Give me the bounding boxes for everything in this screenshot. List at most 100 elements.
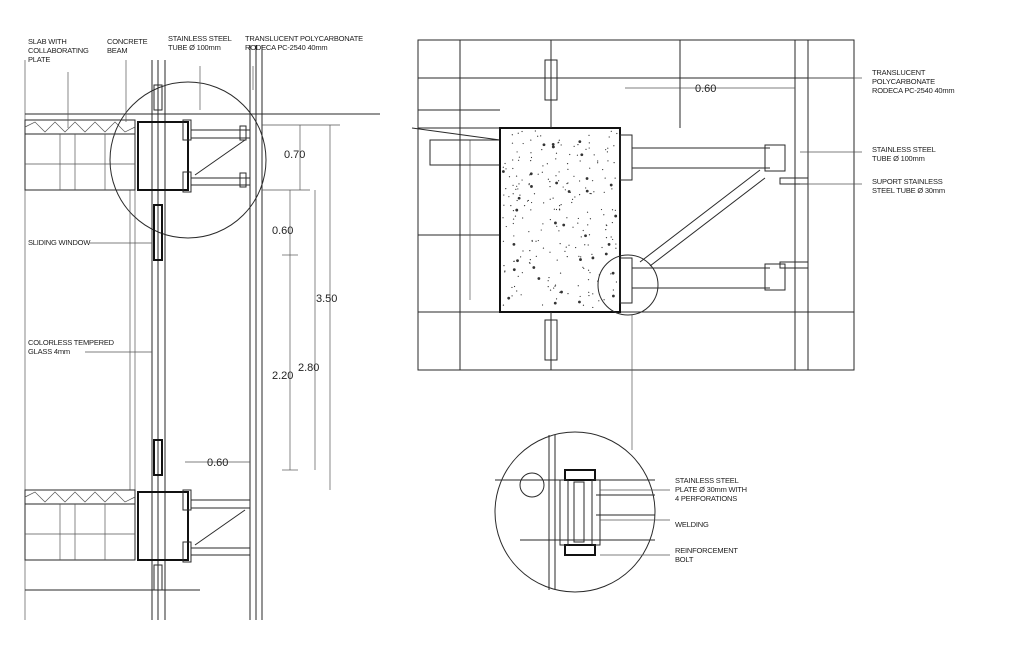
concrete-speckle <box>585 187 587 189</box>
concrete-speckle <box>528 183 530 185</box>
label-tube-line2: TUBE Ø 100mm <box>168 43 221 52</box>
dimension-0-70: 0.70 <box>284 149 305 161</box>
concrete-speckle <box>537 277 541 280</box>
concrete-speckle <box>553 208 555 210</box>
concrete-speckle <box>603 214 605 216</box>
concrete-speckle <box>569 153 571 156</box>
concrete-speckle <box>598 300 600 302</box>
concrete-speckle <box>511 142 514 144</box>
concrete-speckle <box>611 188 613 190</box>
window-frame-lower <box>153 439 163 476</box>
concrete-speckle <box>553 287 555 289</box>
concrete-speckle <box>513 260 515 262</box>
concrete-speckle <box>512 218 515 220</box>
concrete-speckle <box>615 247 617 249</box>
concrete-speckle <box>587 269 590 271</box>
concrete-speckle <box>542 247 545 249</box>
concrete-speckle <box>614 177 616 179</box>
concrete-speckle <box>537 173 539 175</box>
concrete-speckle <box>610 273 612 275</box>
concrete-speckle <box>517 275 519 277</box>
concrete-speckle <box>614 209 616 211</box>
concrete-speckle <box>609 183 613 187</box>
concrete-speckle <box>564 250 566 253</box>
label-polycarbonate-line2: RODECA PC-2540 40mm <box>245 43 327 52</box>
concrete-speckle <box>605 237 608 239</box>
concrete-speckle <box>602 168 604 171</box>
concrete-speckle <box>555 181 558 185</box>
dimension-0-60-vertical: 0.60 <box>272 225 293 237</box>
concrete-speckle <box>601 246 603 249</box>
concrete-speckle <box>512 159 514 161</box>
concrete-speckle <box>521 130 523 133</box>
label-beam-line1: CONCRETE <box>107 37 148 46</box>
concrete-speckle <box>613 162 615 164</box>
concrete-speckle <box>584 244 586 246</box>
concrete-speckle <box>502 217 504 219</box>
concrete-speckle <box>535 240 537 242</box>
concrete-speckle <box>567 168 569 170</box>
concrete-speckle <box>577 285 579 287</box>
label-r-tube-line1: STAINLESS STEEL <box>872 145 936 154</box>
label-r-support-tube-line1: SUPORT STAINLESS <box>872 177 943 186</box>
concrete-speckle <box>574 196 576 198</box>
concrete-speckle <box>555 175 557 177</box>
concrete-speckle <box>567 182 569 184</box>
concrete-speckle <box>600 208 603 211</box>
concrete-speckle <box>530 139 532 141</box>
concrete-speckle <box>512 184 514 186</box>
concrete-speckle <box>513 235 515 237</box>
label-bolt-line1: REINFORCEMENT <box>675 546 738 555</box>
concrete-speckle <box>529 174 531 176</box>
concrete-beam-top <box>137 121 189 191</box>
bolt-nut-top <box>564 469 596 481</box>
concrete-speckle <box>582 229 584 232</box>
label-r-polycarbonate-line3: RODECA PC-2540 40mm <box>872 86 954 95</box>
concrete-speckle <box>558 205 561 207</box>
concrete-speckle <box>576 154 579 156</box>
concrete-speckle <box>555 158 557 160</box>
label-r-support-tube-line2: STEEL TUBE Ø 30mm <box>872 186 945 195</box>
detail-callout-circle <box>109 81 267 239</box>
dimension-0-60-horizontal: 0.60 <box>207 457 228 469</box>
concrete-speckle <box>578 255 580 258</box>
concrete-speckle <box>541 171 543 173</box>
concrete-speckle <box>587 224 589 226</box>
concrete-speckle <box>562 223 566 227</box>
concrete-speckle <box>559 209 561 211</box>
label-slab-line2: COLLABORATING <box>28 46 89 55</box>
concrete-speckle <box>522 250 524 252</box>
concrete-speckle <box>606 151 608 153</box>
right-section: 0.60 TRANSLUCENT POLYCARBONATE RODECA PC… <box>411 39 955 450</box>
concrete-speckle <box>604 252 608 256</box>
concrete-speckle <box>505 188 507 190</box>
concrete-speckle <box>549 289 552 291</box>
concrete-speckle <box>518 183 520 185</box>
concrete-speckle <box>502 166 504 168</box>
concrete-speckle <box>503 265 505 267</box>
concrete-speckle <box>554 285 556 287</box>
concrete-speckle <box>588 134 590 137</box>
concrete-speckle <box>567 190 571 193</box>
concrete-speckle <box>577 144 579 146</box>
concrete-speckle <box>551 145 555 149</box>
left-section: SLAB WITH COLLABORATING PLATE CONCRETE B… <box>24 34 380 620</box>
concrete-speckle <box>504 162 506 165</box>
concrete-speckle <box>589 167 591 169</box>
concrete-speckle <box>530 209 532 211</box>
label-plate-line2: PLATE Ø 30mm WITH <box>675 485 747 494</box>
concrete-speckle <box>556 259 558 261</box>
concrete-speckle <box>530 152 532 154</box>
concrete-speckle <box>578 140 582 144</box>
concrete-speckle <box>592 293 594 295</box>
concrete-speckle <box>579 258 582 261</box>
concrete-speckle <box>504 271 506 273</box>
concrete-speckle <box>616 132 618 135</box>
bolt-detail-callout-circle <box>597 254 659 316</box>
concrete-speckle <box>512 210 515 212</box>
concrete-speckle <box>547 178 549 180</box>
concrete-speckle <box>515 175 518 177</box>
concrete-speckle <box>588 291 590 293</box>
concrete-speckle <box>552 197 554 199</box>
concrete-speckle <box>615 281 618 283</box>
